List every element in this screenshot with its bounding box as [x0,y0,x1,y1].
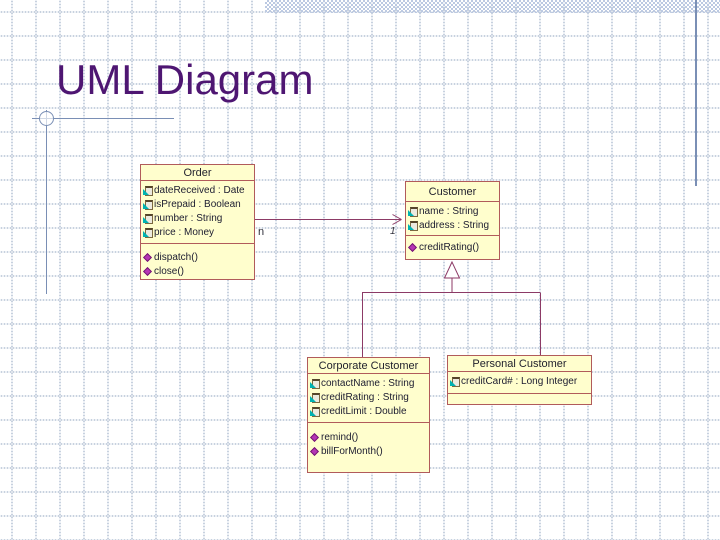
attributes-compartment: contactName : String creditRating : Stri… [308,374,429,423]
association-arrowhead [392,214,402,225]
operation-row: billForMonth() [308,444,429,458]
class-title: Personal Customer [448,356,591,372]
attribute-icon [408,220,418,231]
attribute-icon [310,378,320,389]
class-title: Order [141,165,254,181]
attribute-row: contactName : String [308,376,429,390]
attribute-text: address : String [419,219,490,231]
operation-text: creditRating() [419,241,480,253]
attribute-row: dateReceived : Date [141,183,254,197]
class-title: Corporate Customer [308,358,429,374]
attribute-text: dateReceived : Date [154,184,245,196]
attribute-row: address : String [406,218,499,232]
attribute-row: name : String [406,204,499,218]
operation-row: dispatch() [141,250,254,264]
attribute-icon [310,392,320,403]
left-horizontal-rule [32,118,174,119]
class-box-personal-customer: Personal Customer creditCard# : Long Int… [447,355,592,405]
attribute-icon [143,199,153,210]
attribute-row: creditCard# : Long Integer [448,374,591,388]
operation-row: remind() [308,430,429,444]
attribute-icon [450,376,460,387]
attribute-text: creditLimit : Double [321,405,407,417]
operations-compartment: dispatch() close() [141,244,254,279]
attribute-text: price : Money [154,226,215,238]
attributes-compartment: name : String address : String [406,202,499,236]
operations-compartment: remind() billForMonth() [308,423,429,472]
circle-decoration [39,111,54,126]
right-vertical-rule [695,0,697,186]
attribute-row: creditRating : String [308,390,429,404]
operation-text: dispatch() [154,251,198,263]
operation-text: billForMonth() [321,445,383,457]
attribute-icon [143,213,153,224]
operation-icon [310,432,319,442]
operation-row: creditRating() [406,240,499,254]
class-box-order: Order dateReceived : Date isPrepaid : Bo… [140,164,255,280]
attribute-row: number : String [141,211,254,225]
checker-band-decoration [265,0,720,13]
attribute-text: isPrepaid : Boolean [154,198,241,210]
attribute-icon [143,227,153,238]
class-box-customer: Customer name : String address : String … [405,181,500,260]
attribute-icon [143,185,153,196]
attributes-compartment: creditCard# : Long Integer [448,372,591,394]
operation-icon [143,266,152,276]
attribute-row: price : Money [141,225,254,239]
operation-text: close() [154,265,185,277]
multiplicity-label-n: n [258,226,265,238]
attribute-icon [408,206,418,217]
attributes-compartment: dateReceived : Date isPrepaid : Boolean … [141,181,254,244]
class-title: Customer [406,182,499,202]
slide-title: UML Diagram [56,56,314,103]
attribute-text: creditCard# : Long Integer [461,375,578,387]
multiplicity-label-1: 1 [390,226,396,237]
operation-icon [408,242,417,252]
left-vertical-rule [46,110,47,294]
attribute-row: creditLimit : Double [308,404,429,418]
generalization-triangle [443,260,461,279]
operation-icon [143,252,152,262]
operations-compartment [448,394,591,404]
attribute-row: isPrepaid : Boolean [141,197,254,211]
attribute-text: contactName : String [321,377,415,389]
attribute-text: creditRating : String [321,391,409,403]
attribute-icon [310,406,320,417]
operation-text: remind() [321,431,359,443]
attribute-text: number : String [154,212,223,224]
class-box-corporate-customer: Corporate Customer contactName : String … [307,357,430,473]
operations-compartment: creditRating() [406,236,499,259]
attribute-text: name : String [419,205,479,217]
operation-row: close() [141,264,254,278]
operation-icon [310,446,319,456]
